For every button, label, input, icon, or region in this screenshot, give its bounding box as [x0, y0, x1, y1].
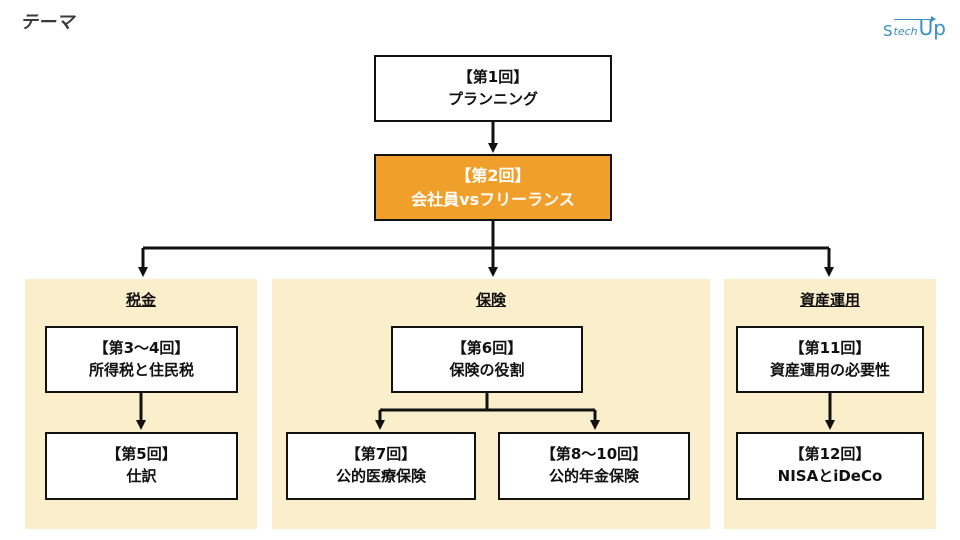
session-6-number: 【第6回】	[451, 338, 523, 357]
session-12-number: 【第12回】	[789, 445, 871, 464]
session-8-10-number: 【第8～10回】	[540, 445, 648, 464]
session-box-5: 【第5回】 仕訳	[45, 432, 238, 500]
section-title-tax: 税金	[125, 291, 156, 309]
session-2-label: 会社員vsフリーランス	[411, 189, 575, 209]
session-box-7: 【第7回】 公的医療保険	[286, 432, 476, 500]
session-7-number: 【第7回】	[345, 445, 417, 464]
section-title-investment: 資産運用	[799, 291, 860, 309]
stechup-logo: S tech Up	[883, 6, 946, 40]
session-7-label: 公的医療保険	[335, 467, 426, 485]
session-12-label: NISAとiDeCo	[777, 467, 883, 485]
session-3-4-label: 所得税と住民税	[88, 360, 194, 379]
logo-tech: tech	[893, 16, 936, 38]
logo-letter-s: S	[883, 22, 893, 40]
session-11-label: 資産運用の必要性	[769, 360, 890, 379]
session-box-3-4: 【第3～4回】 所得税と住民税	[45, 326, 238, 393]
session-box-1: 【第1回】 プランニング	[374, 55, 612, 122]
session-box-11: 【第11回】 資産運用の必要性	[736, 326, 924, 393]
session-3-4-number: 【第3～4回】	[93, 338, 190, 357]
page-title: テーマ	[20, 12, 74, 33]
session-2-number: 【第2回】	[455, 166, 531, 186]
session-8-10-label: 公的年金保険	[548, 467, 639, 485]
section-title-insurance: 保険	[475, 291, 506, 309]
session-box-6: 【第6回】 保険の役割	[391, 326, 583, 393]
session-11-number: 【第11回】	[789, 338, 871, 357]
session-box-12: 【第12回】 NISAとiDeCo	[736, 432, 924, 500]
session-box-2: 【第2回】 会社員vsフリーランス	[374, 154, 612, 221]
session-1-number: 【第1回】	[457, 67, 529, 86]
session-6-label: 保険の役割	[449, 360, 525, 379]
session-1-label: プランニング	[447, 89, 538, 108]
session-5-label: 仕訳	[126, 467, 157, 485]
session-5-number: 【第5回】	[106, 445, 177, 464]
session-box-8-10: 【第8～10回】 公的年金保険	[498, 432, 690, 500]
